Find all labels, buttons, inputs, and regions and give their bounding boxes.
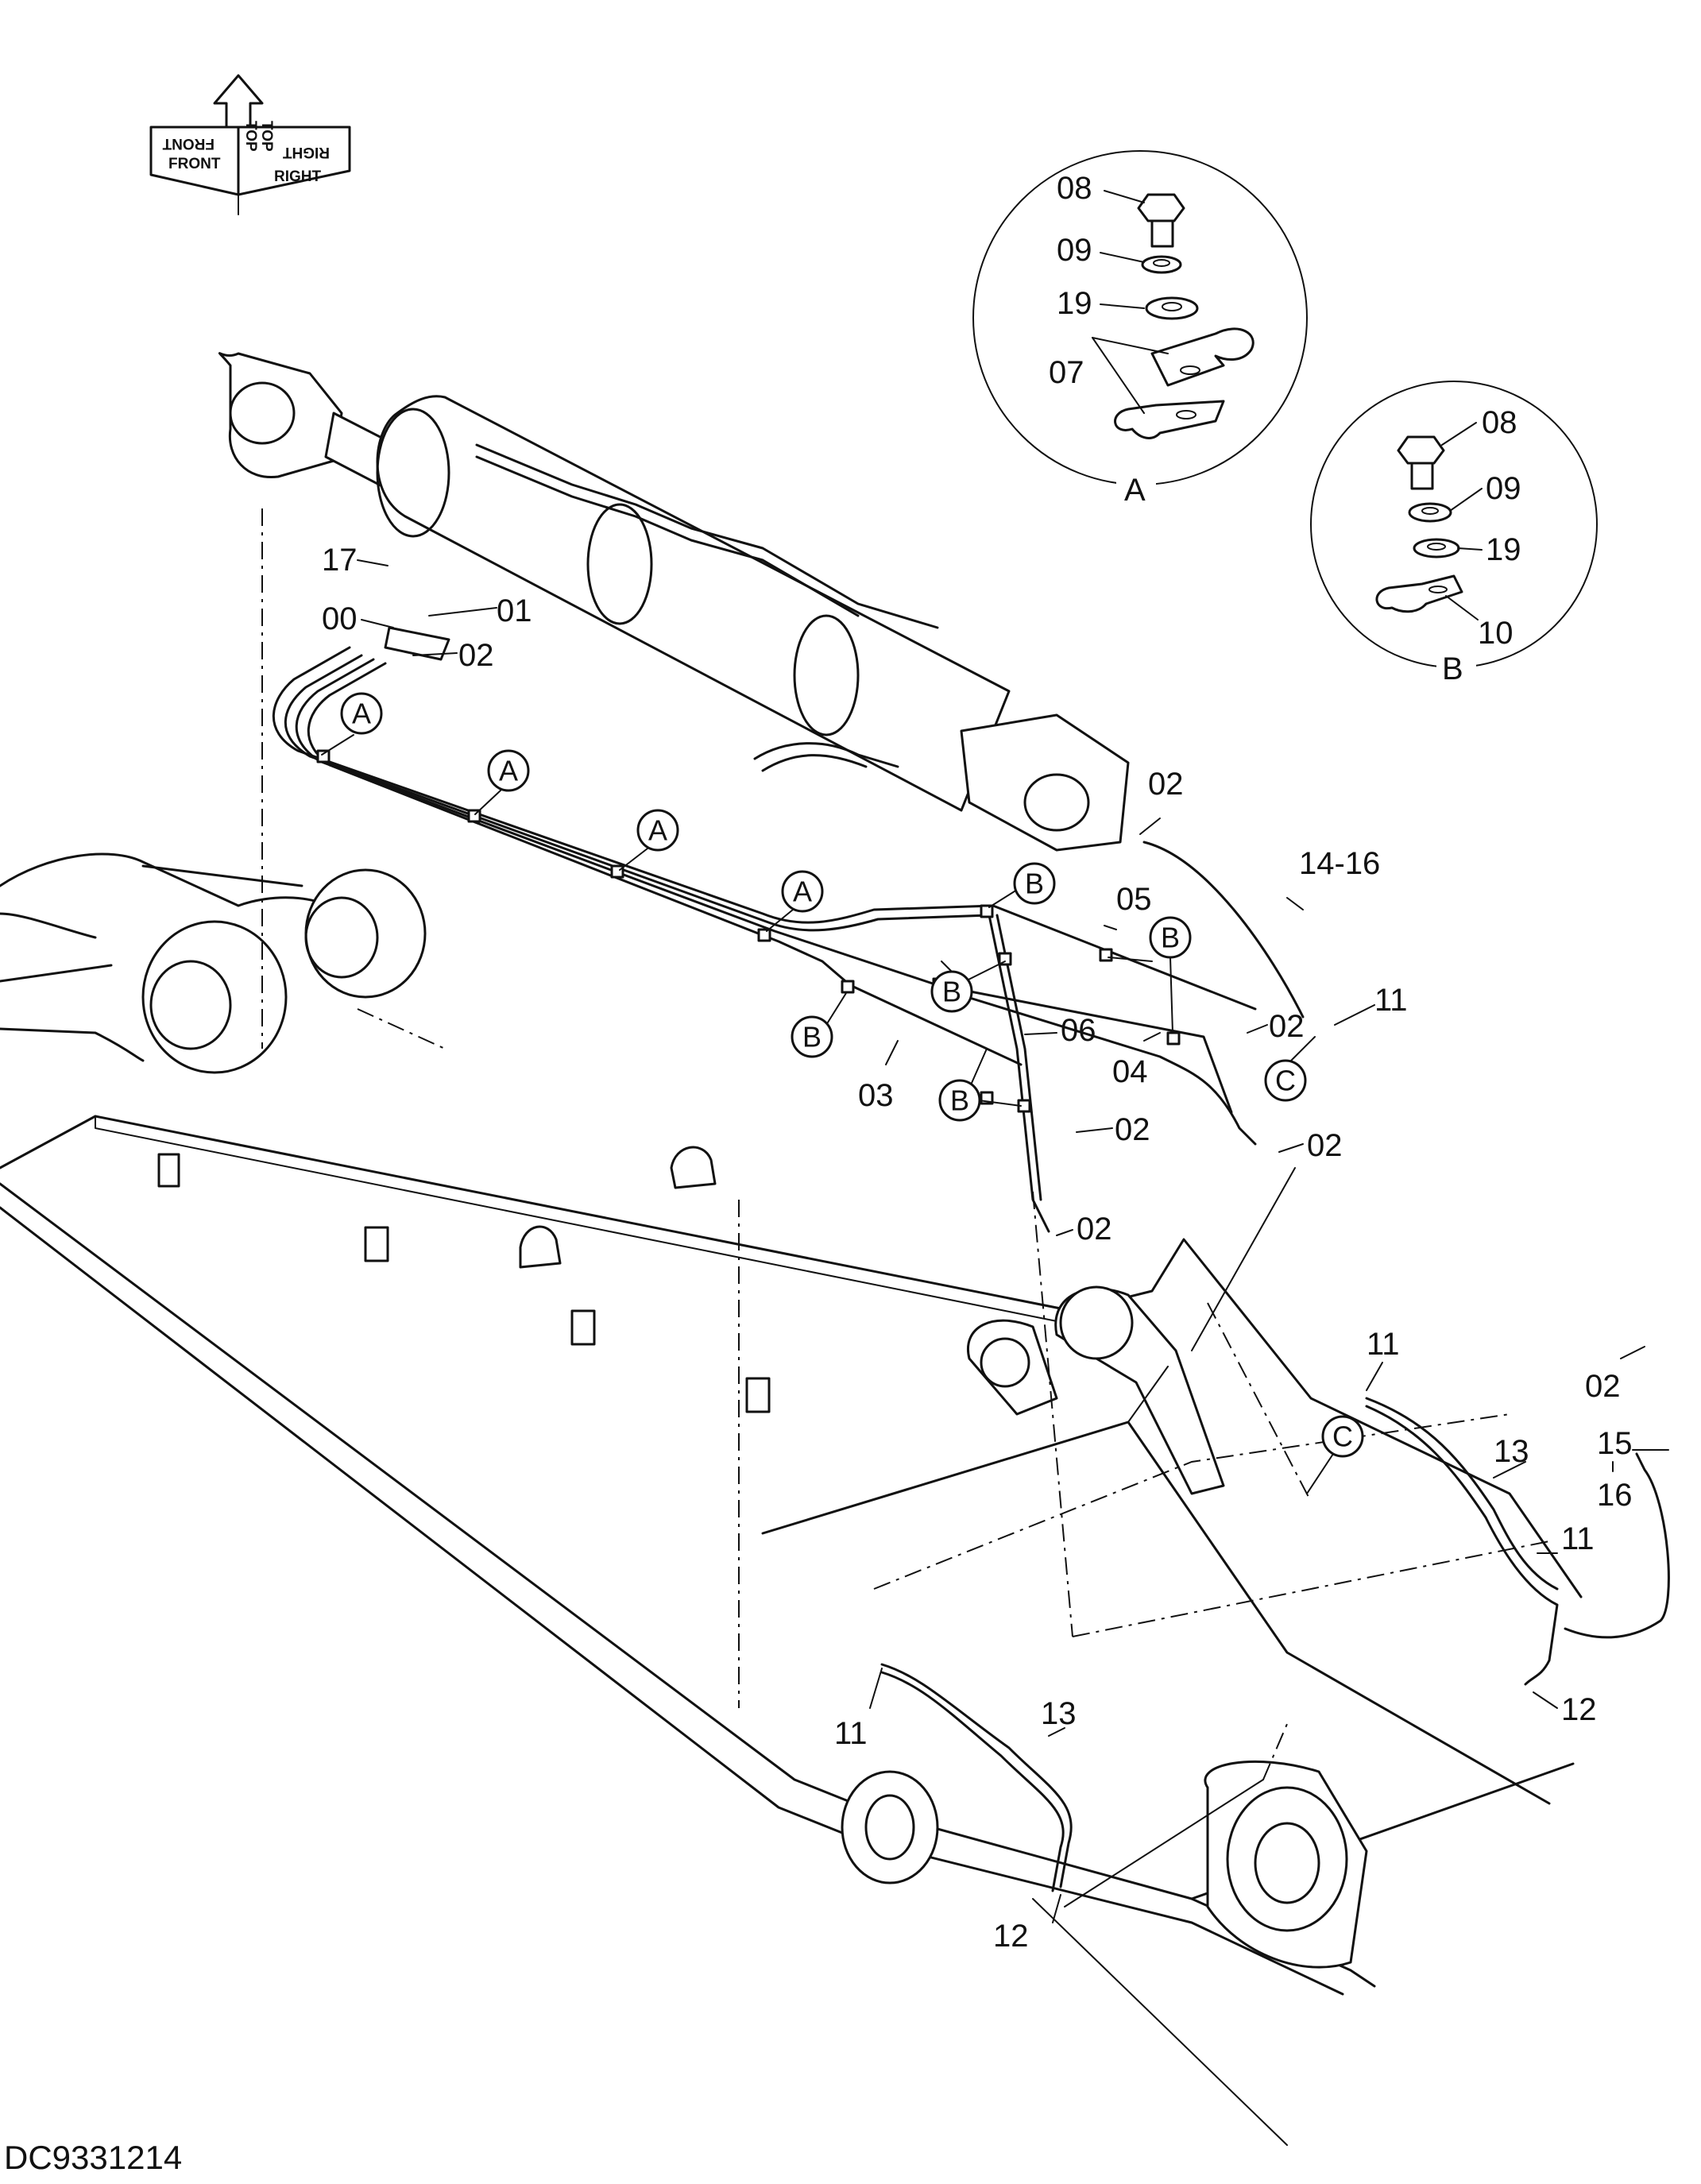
hydraulic-cylinder [218, 352, 1130, 852]
svg-text:C: C [1275, 1065, 1296, 1097]
detail-b-title: B [1442, 651, 1463, 686]
clip-marker-a-1: A [321, 692, 383, 756]
clip-marker-b-1: B [988, 862, 1056, 908]
part-label-02-e: 02 [1307, 1128, 1343, 1163]
part-label-01: 01 [497, 593, 532, 628]
svg-text:A: A [352, 698, 371, 730]
detail-view-a: 08 09 19 07 A [972, 150, 1308, 508]
pipe-bundle [272, 626, 1670, 1892]
svg-text:B: B [942, 976, 961, 1008]
drawing-code: DC9331214 [4, 2139, 182, 2176]
part-label-17: 17 [322, 543, 358, 578]
clip-marker-b-2: B [1108, 916, 1192, 1034]
svg-text:B: B [1025, 868, 1044, 900]
boom-structure [0, 508, 1583, 1996]
detail-a-title: A [1124, 473, 1146, 508]
part-label-12-a: 12 [1561, 1692, 1597, 1727]
part-label-11-c: 11 [1561, 1521, 1595, 1556]
orientation-compass-icon: FRONT FRONT TOP TOP RIGHT RIGHT [149, 74, 351, 215]
orientation-front-mirror-label: FRONT [162, 135, 215, 152]
part-label-14-16: 14-16 [1299, 846, 1380, 881]
orientation-top-label: TOP [242, 121, 259, 152]
part-label-12-b: 12 [993, 1919, 1029, 1954]
orientation-front-label: FRONT [168, 156, 221, 172]
part-label-11-a: 11 [1374, 983, 1408, 1018]
orientation-right-label: RIGHT [274, 168, 322, 185]
part-label-15: 15 [1597, 1426, 1633, 1461]
clip-markers: A A A A B B [321, 692, 1364, 1494]
detail-b-label-19: 19 [1486, 532, 1521, 567]
detail-a-label-09: 09 [1057, 233, 1092, 268]
detail-a-label-08: 08 [1057, 171, 1092, 206]
part-label-05: 05 [1116, 882, 1152, 917]
clip-marker-b-4: B [791, 992, 847, 1058]
svg-text:A: A [648, 814, 667, 847]
part-label-00: 00 [322, 601, 358, 636]
part-label-02-d: 02 [1115, 1112, 1150, 1147]
svg-text:C: C [1332, 1421, 1353, 1453]
clip-marker-c-1: C [1264, 1036, 1316, 1102]
svg-text:B: B [950, 1084, 969, 1117]
detail-b-label-10: 10 [1478, 616, 1514, 651]
clip-marker-b-5: B [938, 1048, 1022, 1122]
detail-a-label-19: 19 [1057, 286, 1092, 321]
svg-text:B: B [802, 1021, 822, 1053]
part-label-02-b: 02 [1148, 767, 1184, 802]
part-label-04: 04 [1112, 1054, 1148, 1089]
part-label-03: 03 [858, 1078, 894, 1113]
part-label-02-c: 02 [1269, 1009, 1305, 1044]
part-label-13-a: 13 [1494, 1434, 1529, 1469]
detail-a-label-07: 07 [1049, 355, 1084, 390]
part-label-16: 16 [1597, 1478, 1633, 1513]
orientation-top-mirror-label: TOP [258, 121, 275, 152]
part-label-11-d: 11 [834, 1716, 868, 1751]
clip-marker-a-4: A [766, 870, 824, 932]
clip-marker-a-3: A [619, 809, 679, 871]
part-label-11-b: 11 [1367, 1327, 1400, 1362]
detail-b-label-09: 09 [1486, 471, 1521, 506]
part-label-13-b: 13 [1041, 1696, 1077, 1731]
detail-b-label-08: 08 [1482, 405, 1517, 440]
part-label-02-f: 02 [1077, 1212, 1112, 1247]
part-label-06: 06 [1061, 1013, 1096, 1048]
detail-view-b: 08 09 19 10 B [1310, 381, 1598, 686]
svg-text:A: A [499, 755, 518, 787]
svg-text:A: A [793, 876, 812, 908]
part-label-02-a: 02 [458, 638, 494, 673]
clip-marker-b-3: B [930, 961, 1006, 1013]
clip-marker-c-2: C [1306, 1415, 1364, 1494]
part-label-02-g: 02 [1585, 1369, 1621, 1404]
clip-marker-a-2: A [474, 749, 530, 815]
svg-text:B: B [1161, 922, 1180, 954]
part-labels: 17 00 01 02 02 14-16 11 02 05 04 06 03 0… [322, 543, 1669, 1954]
orientation-right-mirror-label: RIGHT [283, 144, 331, 160]
